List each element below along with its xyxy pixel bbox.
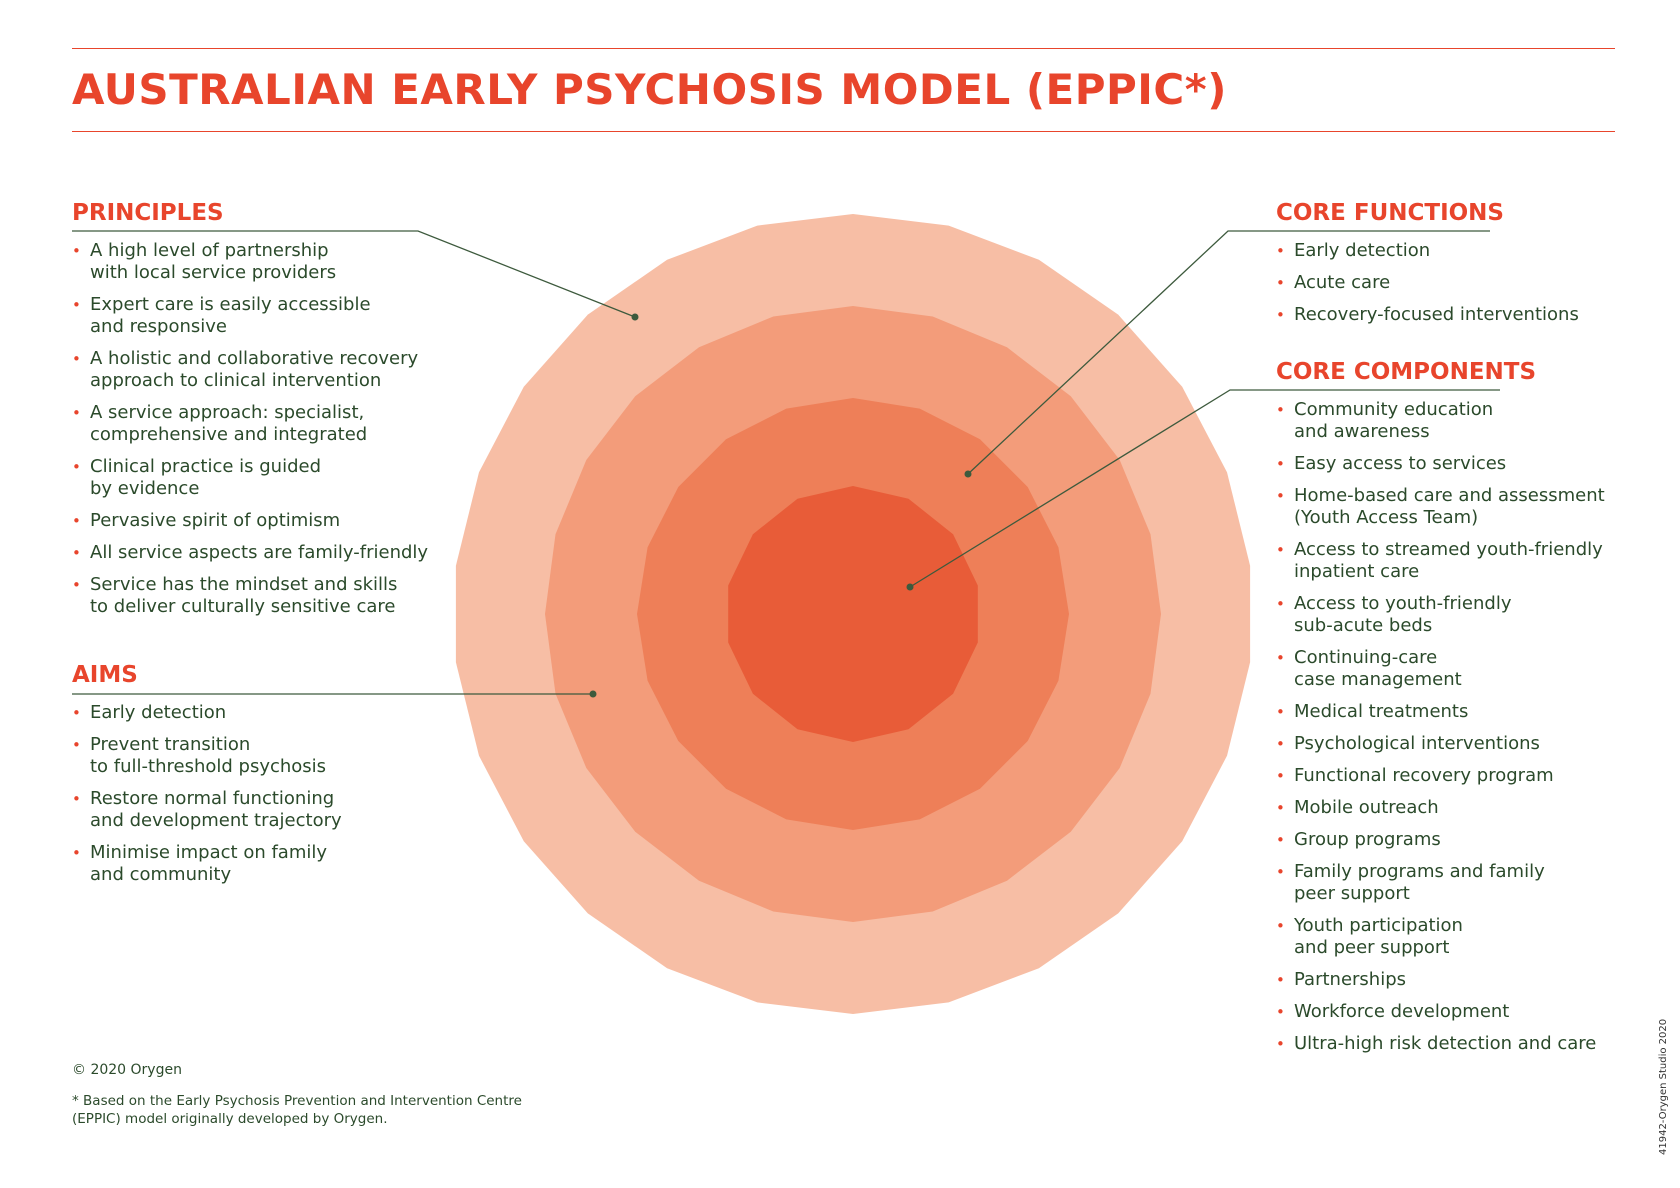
list-item: Access to youth-friendly sub-acute beds — [1276, 593, 1656, 637]
list-item: Restore normal functioning and developme… — [72, 788, 492, 832]
list-item: Access to streamed youth-friendly inpati… — [1276, 539, 1656, 583]
list-item: Prevent transition to full-threshold psy… — [72, 734, 492, 778]
aims-list: Early detection Prevent transition to fu… — [72, 702, 492, 886]
list-item: Pervasive spirit of optimism — [72, 510, 492, 532]
list-item: Clinical practice is guided by evidence — [72, 456, 492, 500]
list-item: Expert care is easily accessible and res… — [72, 294, 492, 338]
leader-line-principles — [72, 230, 636, 318]
list-item: Ultra-high risk detection and care — [1276, 1033, 1656, 1055]
list-item: Minimise impact on family and community — [72, 842, 492, 886]
aims-heading: AIMS — [72, 662, 138, 688]
list-item: Community education and awareness — [1276, 399, 1656, 443]
leader-dot-aims — [589, 690, 597, 698]
principles-heading: PRINCIPLES — [72, 200, 224, 226]
list-item: Family programs and family peer support — [1276, 861, 1656, 905]
list-item: Mobile outreach — [1276, 797, 1656, 819]
top-rule — [72, 48, 1615, 49]
core-components-list: Community education and awareness Easy a… — [1276, 399, 1656, 1055]
list-item: Psychological interventions — [1276, 733, 1656, 755]
list-item: Early detection — [1276, 240, 1636, 262]
ring-core — [728, 486, 978, 742]
page-title: AUSTRALIAN EARLY PSYCHOSIS MODEL (EPPIC*… — [72, 65, 1227, 114]
side-print-code: 41942-Orygen Studio 2020 — [1658, 1018, 1669, 1155]
core-components-section: CORE COMPONENTS Community education and … — [1276, 357, 1656, 1065]
core-components-heading: CORE COMPONENTS — [1276, 359, 1537, 385]
footer-copyright: © 2020 Orygen — [72, 1062, 182, 1078]
list-item: Medical treatments — [1276, 701, 1656, 723]
list-item: Youth participation and peer support — [1276, 915, 1656, 959]
list-item: Workforce development — [1276, 1001, 1656, 1023]
list-item: Early detection — [72, 702, 492, 724]
list-item: Acute care — [1276, 272, 1636, 294]
leader-line-core-components — [909, 389, 1500, 588]
list-item: A service approach: specialist, comprehe… — [72, 402, 492, 446]
list-item: Recovery-focused interventions — [1276, 304, 1636, 326]
principles-section: PRINCIPLES A high level of partnership w… — [72, 198, 492, 628]
list-item: A high level of partnership with local s… — [72, 240, 492, 284]
leader-dot-core-functions — [964, 470, 972, 478]
core-functions-heading: CORE FUNCTIONS — [1276, 200, 1504, 226]
core-functions-list: Early detection Acute care Recovery-focu… — [1276, 240, 1636, 326]
core-functions-section: CORE FUNCTIONS Early detection Acute car… — [1276, 198, 1636, 336]
leader-dot-principles — [631, 313, 639, 321]
list-item: Continuing-care case management — [1276, 647, 1656, 691]
list-item: Home-based care and assessment (Youth Ac… — [1276, 485, 1656, 529]
list-item: Partnerships — [1276, 969, 1656, 991]
list-item: Easy access to services — [1276, 453, 1656, 475]
list-item: Functional recovery program — [1276, 765, 1656, 787]
leader-line-core-functions — [967, 230, 1490, 475]
footer-note: * Based on the Early Psychosis Preventio… — [72, 1093, 522, 1127]
list-item: Service has the mindset and skills to de… — [72, 574, 492, 618]
leader-dot-core-components — [906, 583, 914, 591]
list-item: All service aspects are family-friendly — [72, 542, 492, 564]
list-item: Group programs — [1276, 829, 1656, 851]
list-item: A holistic and collaborative recovery ap… — [72, 348, 492, 392]
aims-section: AIMS Early detection Prevent transition … — [72, 660, 492, 896]
principles-list: A high level of partnership with local s… — [72, 240, 492, 618]
title-underline-rule — [72, 131, 1615, 132]
